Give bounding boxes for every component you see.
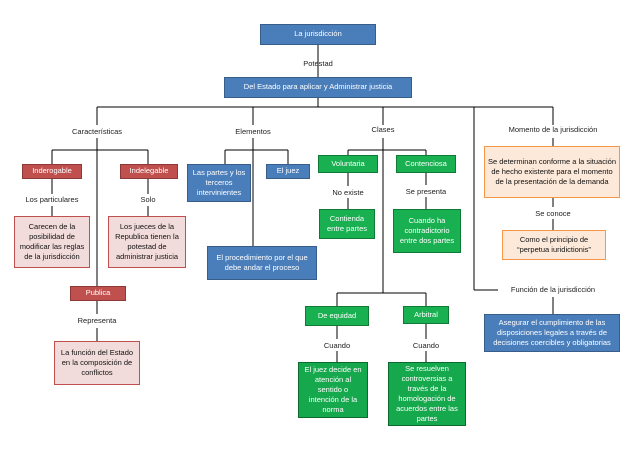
se-presenta-label: Se presenta [405,187,447,196]
publica-node: Publica [70,286,126,301]
principio-node: Como el principio de “perpetua iuridicti… [502,230,606,260]
procedimiento-node: El procedimiento por el que debe andar e… [207,246,317,280]
cuando-arbitral-label: Cuando [412,341,440,350]
equidad-node: De equidad [305,306,369,326]
elementos-label: Elementos [235,127,271,136]
inderogable-node: Inderogable [22,164,82,179]
particulares-description: Carecen de la posibilidad de modificar l… [14,216,90,268]
funcion-estado-description: La función del Estado en la composición … [54,341,140,385]
no-existe-label: No existe [332,188,364,197]
resuelven-node: Se resuelven controversias a través de l… [388,362,466,426]
voluntaria-node: Voluntaria [318,155,378,173]
arbitral-node: Arbitral [403,306,449,324]
indelegable-node: Indelegable [120,164,178,179]
asegurar-node: Asegurar el cumplimiento de las disposic… [484,314,620,352]
solo-label: Solo [140,195,156,204]
jueces-description: Los jueces de la Republica tienen la pot… [108,216,186,268]
se-conoce-label: Se conoce [535,209,571,218]
juez-decide-node: El juez decide en atención al sentido o … [298,362,368,418]
los-particulares-label: Los particulares [25,195,79,204]
funcion-jurisdiccion-label: Función de la jurisdicción [510,285,596,294]
caracteristicas-label: Características [71,127,122,136]
hecho-contradictorio-node: Cuando ha contradictorio entre dos parte… [393,209,461,253]
contenciosa-node: Contenciosa [396,155,456,173]
cuando-equidad-label: Cuando [323,341,351,350]
jurisdiccion-node: La jurisdicción [260,24,376,45]
determinan-node: Se determinan conforme a la situación de… [484,146,620,198]
momento-label: Momento de la jurisdicción [508,125,598,134]
juez-node: El juez [266,164,310,179]
estado-node: Del Estado para aplicar y Administrar ju… [224,77,412,98]
contienda-node: Contienda entre partes [319,209,375,239]
partes-node: Las partes y los terceros intervinientes [187,164,251,202]
representa-label: Representa [77,316,117,325]
clases-label: Clases [371,125,395,134]
potestad-label: Potestad [303,59,333,68]
